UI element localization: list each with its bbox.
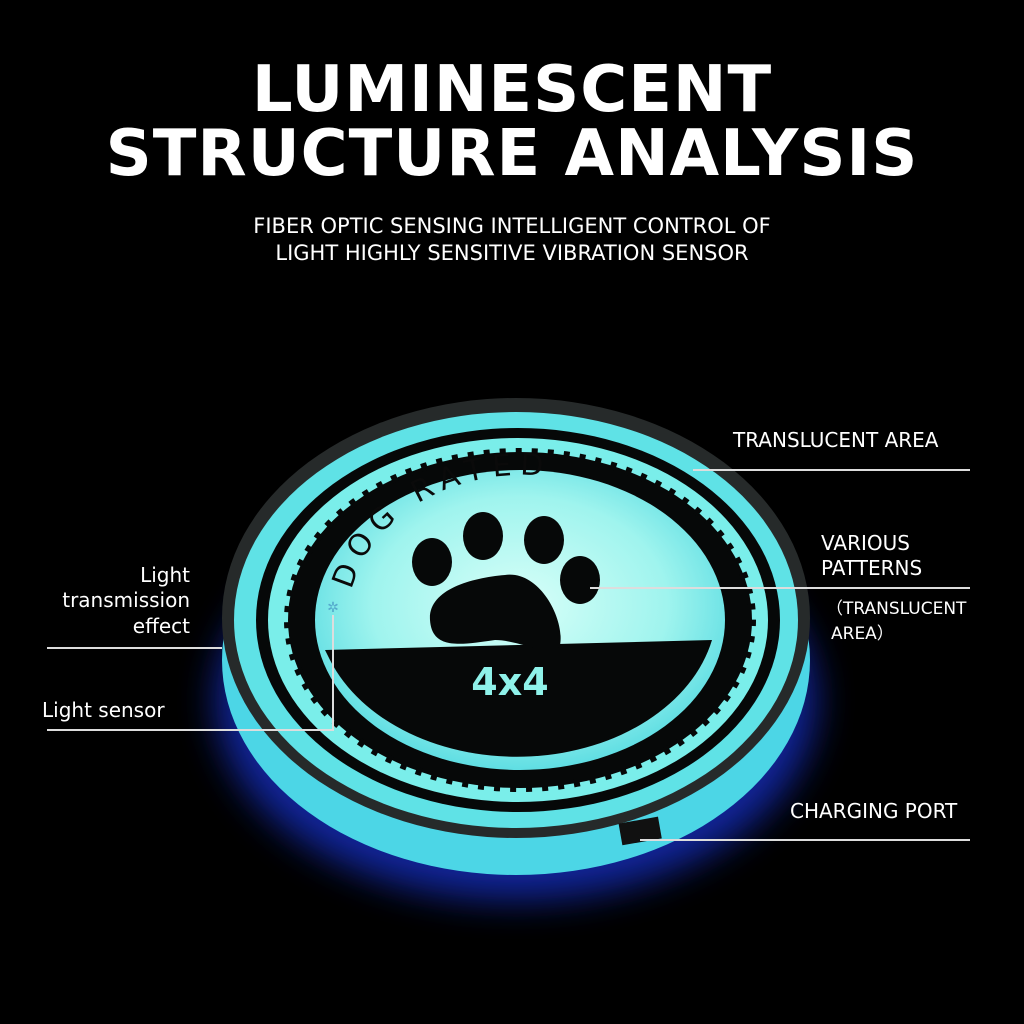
subtitle-line-2: LIGHT HIGHLY SENSITIVE VIBRATION SENSOR	[275, 241, 749, 265]
label-light-transmission-3: effect	[132, 614, 190, 638]
title-line-1: LUMINESCENT	[251, 53, 773, 127]
logo-band	[325, 640, 712, 757]
leader-translucent-area	[693, 469, 970, 471]
label-charging-port: CHARGING PORT	[790, 799, 958, 823]
label-light-transmission-2: transmission	[62, 588, 190, 612]
label-various-patterns-1: VARIOUS	[821, 531, 910, 555]
subtitle-line-1: FIBER OPTIC SENSING INTELLIGENT CONTROL …	[253, 214, 771, 238]
label-various-patterns-2: PATTERNS	[821, 556, 923, 580]
label-light-sensor: Light sensor	[42, 698, 165, 722]
label-light-transmission-1: Light	[140, 563, 190, 587]
paw-icon	[412, 512, 600, 651]
leader-various-patterns	[590, 587, 970, 589]
label-patterns-note-2: AREA）	[831, 624, 894, 644]
leader-light-transmission	[47, 647, 222, 649]
leader-light-sensor-vertical	[332, 615, 334, 730]
charging-port-icon	[618, 816, 662, 846]
leader-charging-port	[640, 839, 970, 841]
label-translucent-area: TRANSLUCENT AREA	[733, 428, 939, 452]
light-sensor-icon: ✲	[327, 600, 339, 616]
title-line-2: STRUCTURE ANALYSIS	[105, 117, 919, 191]
label-patterns-note-1: （TRANSLUCENT	[826, 599, 967, 619]
leader-light-sensor	[47, 729, 334, 731]
logo-4x4-text: 4x4	[471, 660, 548, 704]
